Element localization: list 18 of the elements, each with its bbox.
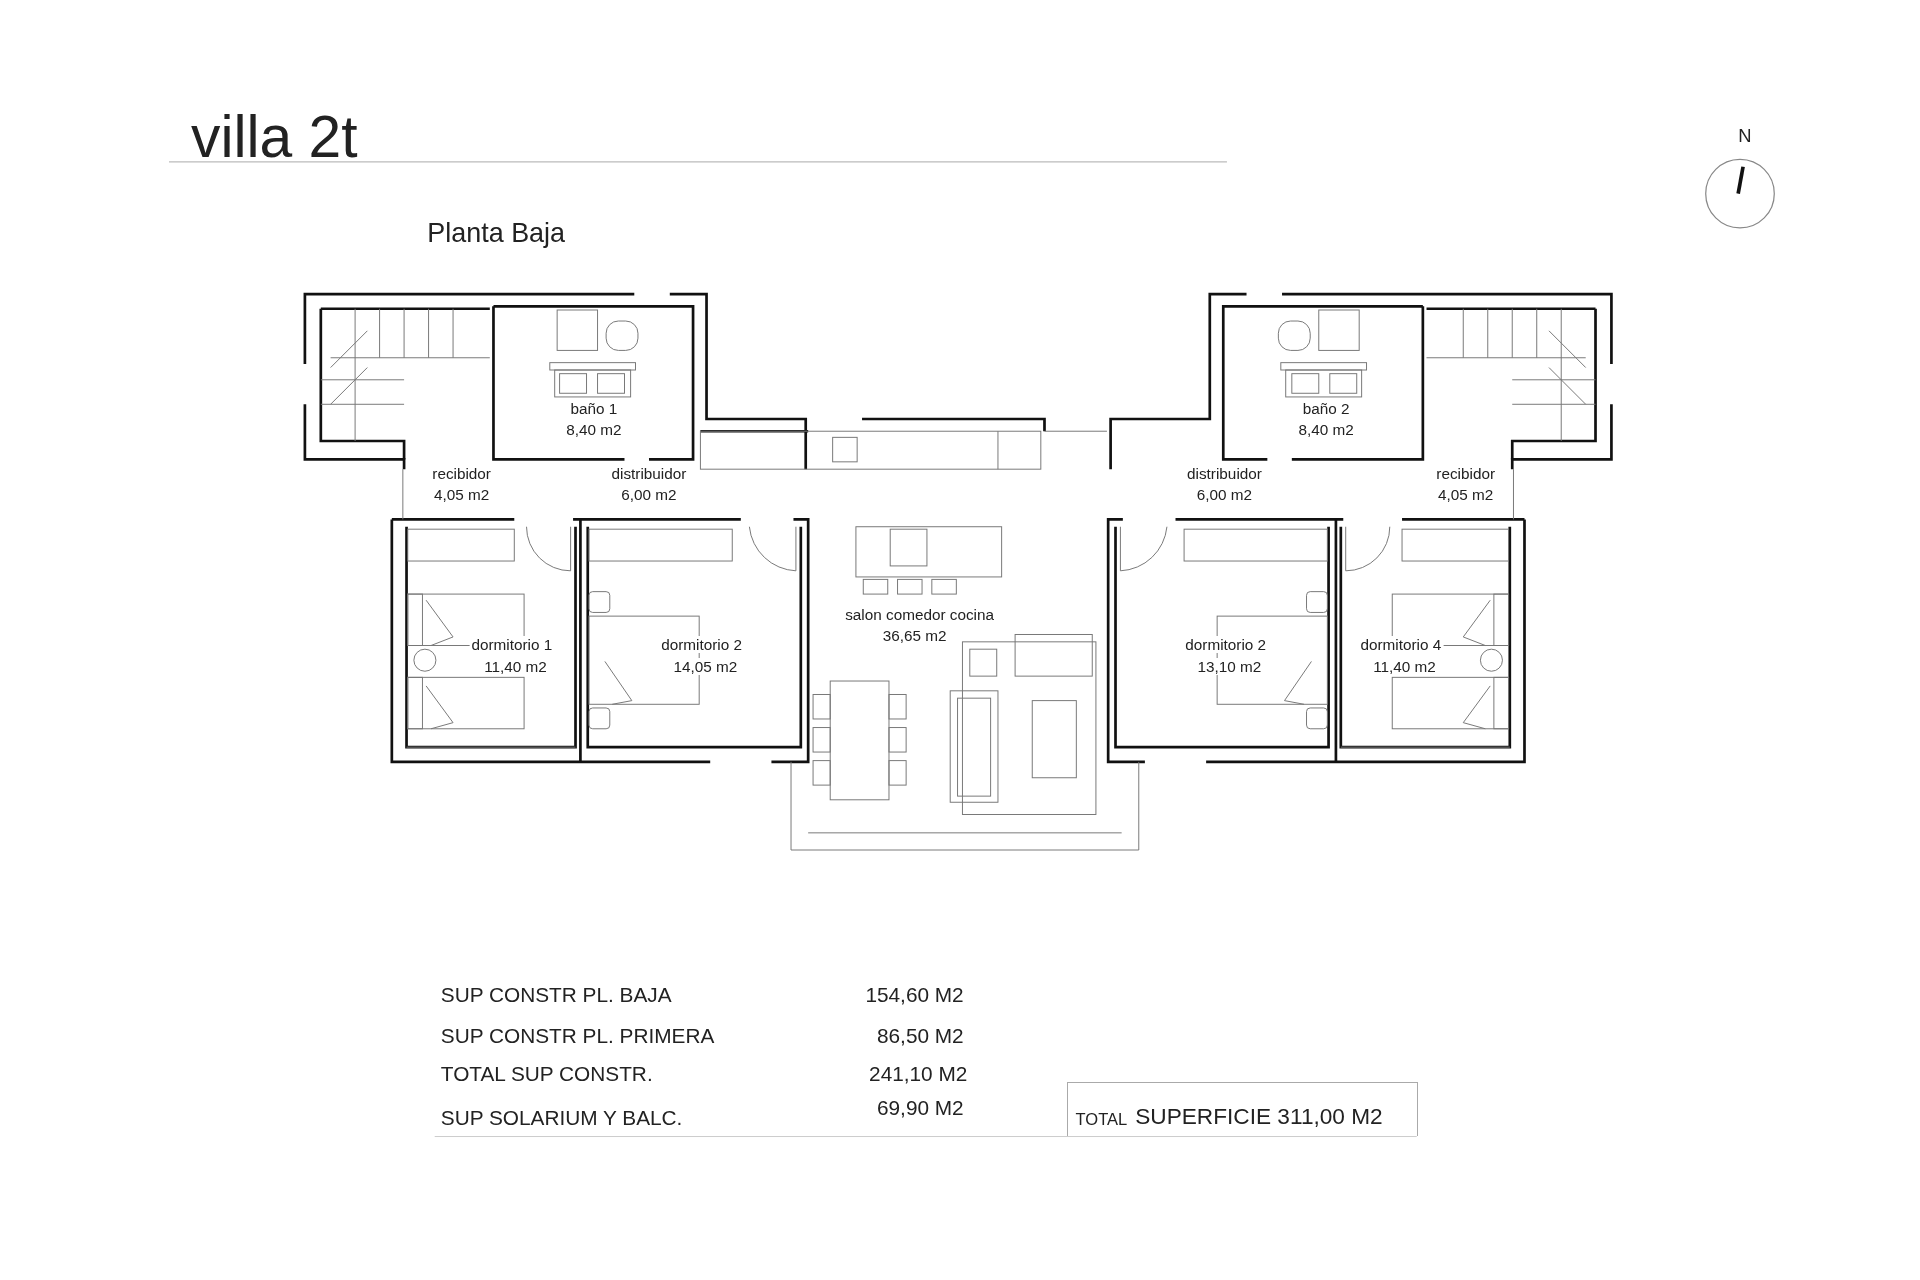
room-name: dormitorio 2	[659, 635, 744, 654]
area-label: SUP SOLARIUM Y BALC.	[440, 1105, 683, 1130]
room-name: dormitorio 2	[1183, 635, 1269, 654]
area-value: 86,50 M2	[876, 1023, 964, 1048]
area-value: 154,60 M2	[865, 983, 964, 1008]
room-area: 14,05 m2	[671, 657, 740, 676]
total-value: SUPERFICIE 311,00 M2	[1135, 1103, 1383, 1131]
area-value: 69,90 M2	[876, 1095, 964, 1120]
title: villa 2t	[191, 102, 358, 171]
area-label: TOTAL SUP CONSTR.	[440, 1061, 653, 1086]
compass-label: N	[1738, 124, 1752, 146]
room-area: 13,10 m2	[1195, 657, 1264, 676]
area-label: SUP CONSTR PL. PRIMERA	[440, 1023, 715, 1048]
total-label: TOTAL	[1075, 1110, 1128, 1131]
floor-label: Planta Baja	[427, 217, 566, 249]
area-label: SUP CONSTR PL. BAJA	[440, 983, 672, 1008]
area-value: 241,10 M2	[869, 1061, 968, 1086]
total-area-box	[1066, 1082, 1418, 1137]
